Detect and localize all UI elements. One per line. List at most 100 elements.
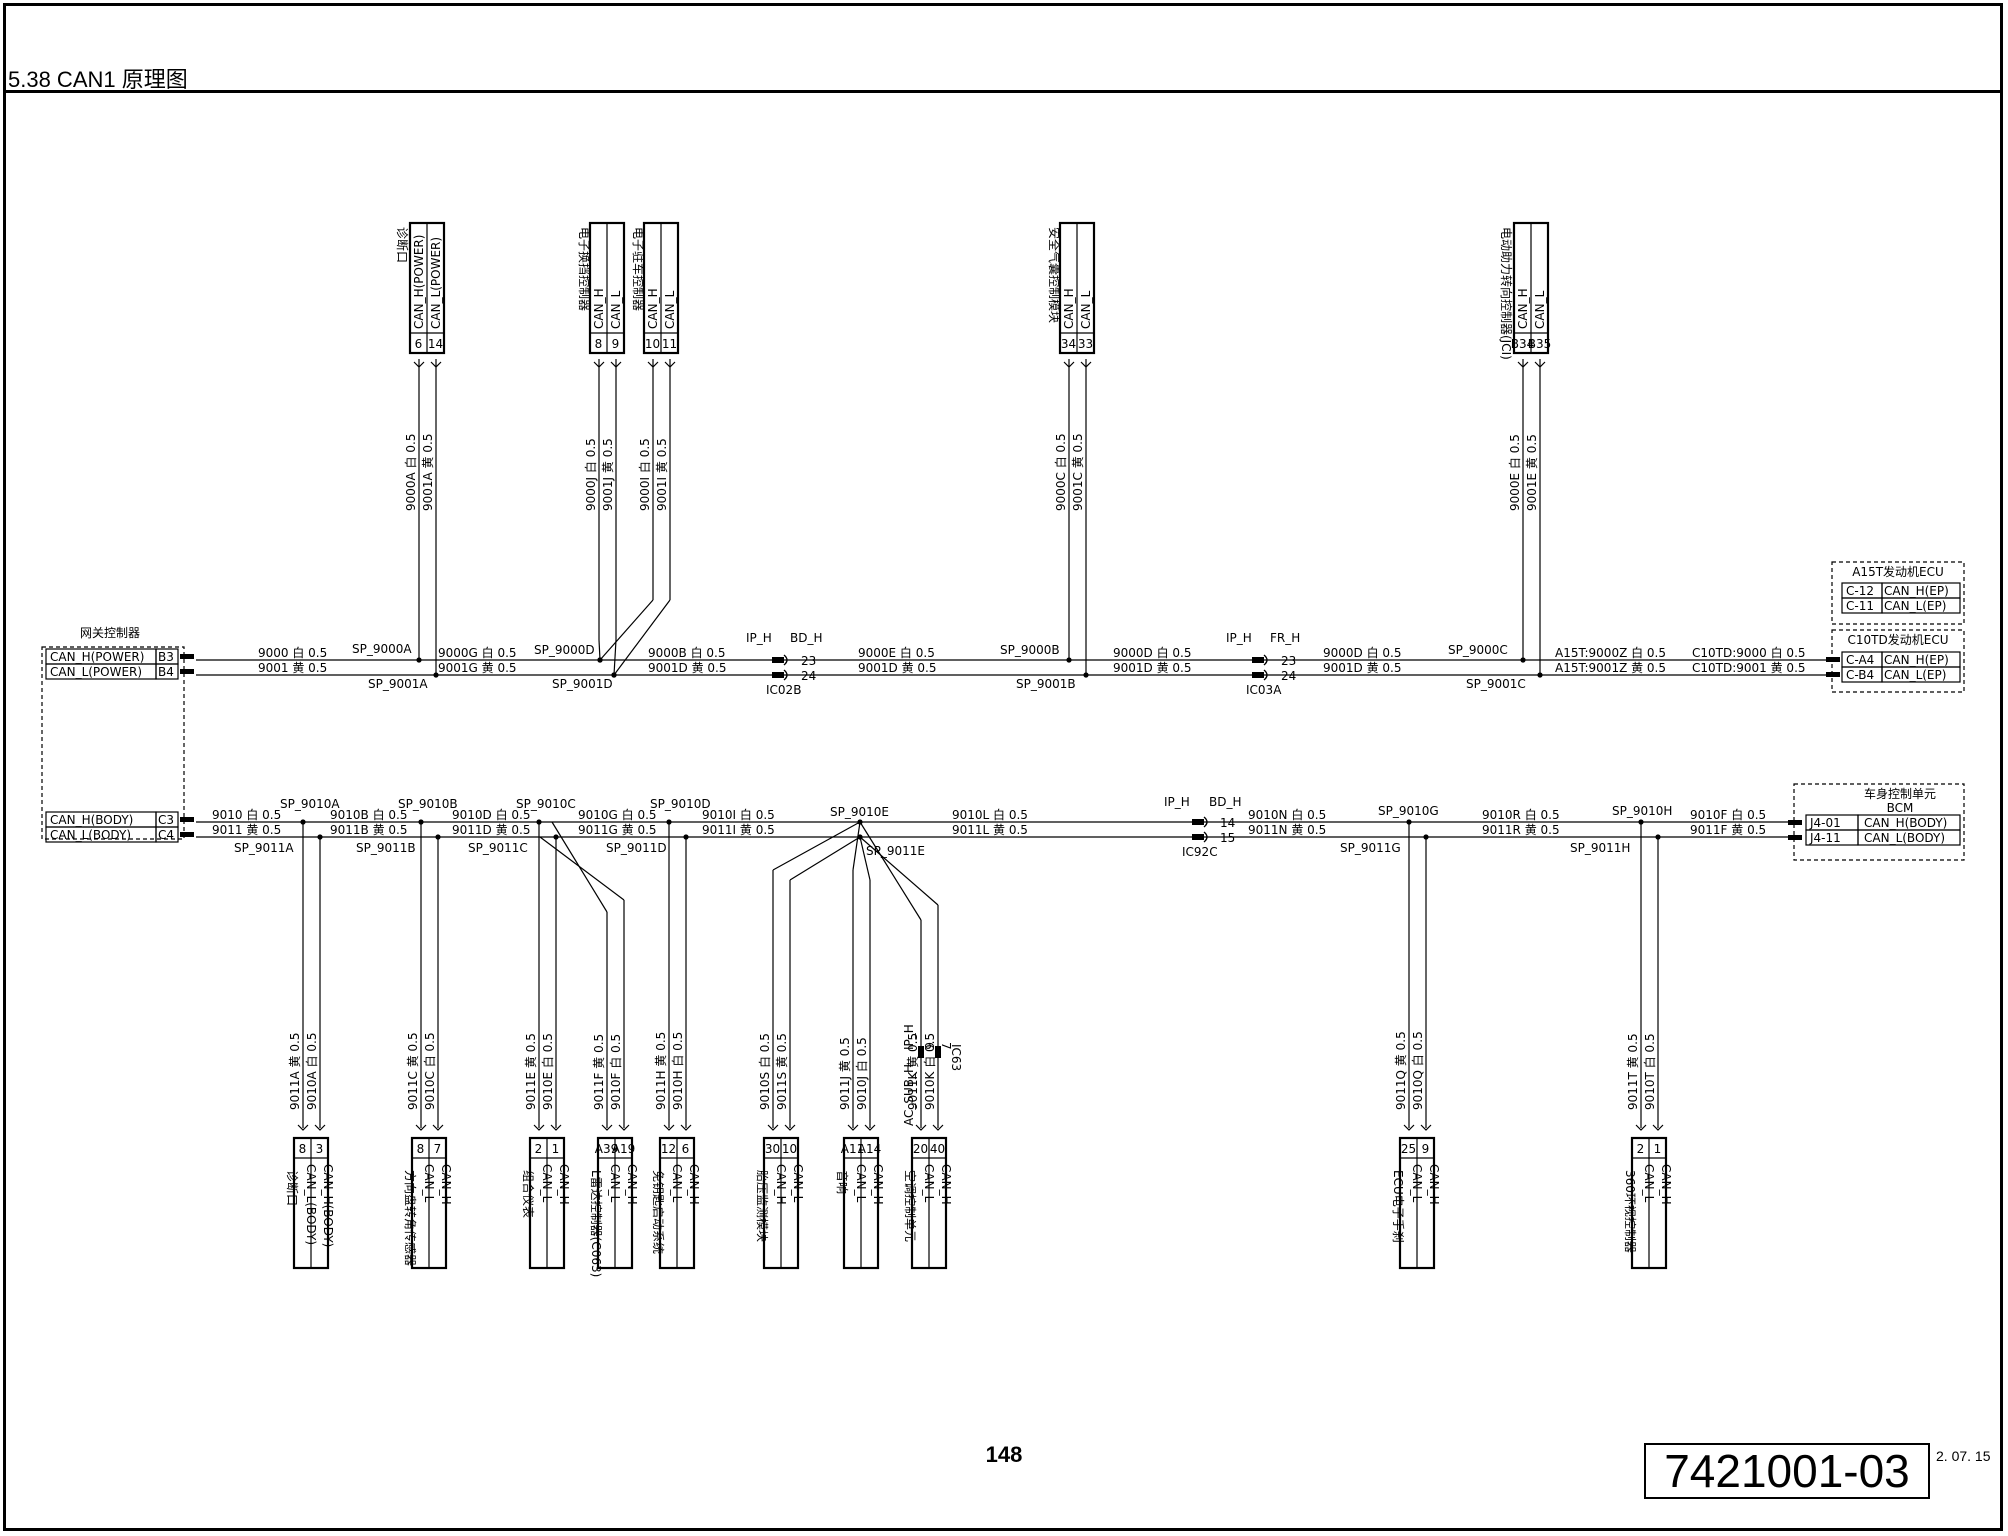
gateway-terminal <box>180 832 194 837</box>
bottom-module-wire-label: 9011K 黄 0.5 <box>906 1033 920 1110</box>
inline-terminal <box>918 1046 924 1058</box>
ecu-signal: CAN_L(EP) <box>1884 668 1946 682</box>
gateway-pin-cell <box>155 826 179 843</box>
bottom-module-pin: 1 <box>1654 1142 1662 1156</box>
bottom-module-fork <box>1652 1124 1664 1131</box>
inline-terminal <box>1252 657 1264 663</box>
bottom-module-signal: CAN_L <box>922 1164 936 1203</box>
body-splice-label: SP_9011B <box>356 841 416 855</box>
bottom-module-pin: A11 <box>841 1142 864 1156</box>
gateway-terminal <box>180 817 194 822</box>
body-splice-label: SP_9011C <box>468 841 528 855</box>
inline-name: IC03A <box>1246 683 1282 697</box>
inline-to: BD_H <box>790 631 823 645</box>
bottom-module-signal: CAN_H <box>774 1164 788 1205</box>
inline-terminal <box>935 1046 941 1058</box>
bottom-module-signal: CAN_H <box>1427 1164 1441 1205</box>
splice-dot <box>1638 819 1644 825</box>
bottom-module-name: ECU电子手刹 <box>1391 1170 1405 1243</box>
bottom-module-wire <box>789 836 861 881</box>
bottom-module-fork <box>680 1124 692 1131</box>
inline-terminal <box>772 672 784 678</box>
bottom-module-signal: CAN_H <box>625 1164 639 1205</box>
body-wire-label: 9011B 黄 0.5 <box>330 823 408 837</box>
splice-dot <box>553 834 559 840</box>
bottom-module-fork <box>663 1124 675 1131</box>
gateway-signal: CAN_L(BODY) <box>50 828 131 842</box>
gateway-outline <box>41 646 185 840</box>
bottom-module-wire-label: 9010J 白 0.5 <box>854 1037 869 1110</box>
bottom-module-pin: 8 <box>299 1142 307 1156</box>
bottom-module-signal: CAN_H <box>939 1164 953 1205</box>
power-splice-label: SP_9000B <box>1000 643 1060 657</box>
inline-terminal <box>1192 834 1204 840</box>
bottom-module-wire <box>539 836 625 901</box>
splice-dot <box>1066 657 1072 663</box>
body-wire-label: 9011D 黄 0.5 <box>452 823 531 837</box>
body-wire-label: 9010B 白 0.5 <box>330 807 408 822</box>
page-title: 5.38 CAN1 原理图 <box>8 67 188 92</box>
bottom-module-wire <box>772 821 861 871</box>
top-module-pin: 8 <box>595 337 603 351</box>
bottom-module-fork <box>1420 1124 1432 1131</box>
bottom-module-wire-label: 9011J 黄 0.5 <box>838 1037 852 1110</box>
bottom-module-pin: 40 <box>930 1142 945 1156</box>
body-splice-label: SP_9010C <box>516 797 576 811</box>
bcm-signal: CAN_H(BODY) <box>1864 816 1947 830</box>
power-splice-label: SP_9000A <box>352 642 412 656</box>
ecu-signal: CAN_H(EP) <box>1884 653 1949 667</box>
gateway-pin-cell <box>155 663 179 680</box>
gateway-pin: B3 <box>158 650 174 664</box>
power-wire-label: 9000D 白 0.5 <box>1323 645 1402 660</box>
bottom-module-name: 空调控制单元 <box>903 1170 917 1242</box>
bottom-module-pin: A14 <box>858 1142 881 1156</box>
ecu-pin-cell <box>1881 597 1961 614</box>
bottom-module-name: 方向盘转角传感器 <box>403 1170 418 1266</box>
top-module-pin: 34 <box>1061 337 1076 351</box>
body-wire-label: 9011L 黄 0.5 <box>952 823 1028 837</box>
gateway-signal: CAN_L(POWER) <box>50 665 142 679</box>
inline-terminal <box>1263 654 1268 666</box>
splice-dot <box>1520 657 1526 663</box>
bcm-subtitle: BCM <box>1887 801 1914 815</box>
ecu-pin: C-11 <box>1846 599 1874 613</box>
top-module-signal: CAN_L <box>1079 290 1093 329</box>
body-splice-label: SP_9010E <box>830 805 889 819</box>
bottom-module-name: 音响 <box>835 1170 850 1194</box>
power-wire-label: 9001D 黄 0.5 <box>648 661 727 675</box>
bottom-module-name: 胎压监测模块 <box>755 1170 769 1242</box>
bottom-module-name: 免钥匙启动系统 <box>651 1170 666 1254</box>
inline-from: IP_H <box>1226 631 1252 645</box>
body-splice-label: SP_9010B <box>398 797 458 811</box>
power-wire-label: 9000E 白 0.5 <box>858 645 935 660</box>
document-date: 2. 07. 15 <box>1936 1448 1991 1464</box>
ecu-signal: CAN_L(EP) <box>1884 599 1946 613</box>
body-splice-label: SP_9011H <box>1570 841 1630 855</box>
splice-dot <box>1537 672 1543 678</box>
top-module-wire-label: 9001C 黄 0.5 <box>1071 433 1085 511</box>
bcm-title: 车身控制单元 <box>1864 786 1936 801</box>
bottom-module-pin: 3 <box>316 1142 324 1156</box>
document-number: 7421001-03 <box>1644 1443 1930 1499</box>
bottom-module-signal: CAN_L <box>854 1164 868 1203</box>
inline-pin: 15 <box>1220 831 1235 845</box>
top-module-pin: B35 <box>1528 337 1552 351</box>
ecu-pin: C-B4 <box>1846 668 1874 682</box>
bottom-module-pin: 7 <box>434 1142 442 1156</box>
bottom-module-wire-label: 9010E 白 0.5 <box>540 1033 555 1110</box>
inline-to: BD_H <box>1209 795 1242 809</box>
bottom-module-fork <box>1635 1124 1647 1131</box>
bottom-module-pin: 25 <box>1401 1142 1416 1156</box>
bottom-module-wire <box>859 836 939 906</box>
bottom-module-signal: CAN_H <box>1659 1164 1673 1205</box>
bottom-module-name: 诊断口 <box>285 1170 300 1206</box>
top-module-wire-label: 9000A 白 0.5 <box>403 434 418 511</box>
top-module-name: 安全气囊控制模块 <box>1047 227 1062 323</box>
splice-dot <box>611 672 617 678</box>
gateway-signal: CAN_H(BODY) <box>50 813 133 827</box>
top-module-signal: CAN_H <box>646 288 660 329</box>
top-module-wire-label: 9000I 白 0.5 <box>637 438 652 511</box>
bottom-module-wire-label: 9011A 黄 0.5 <box>288 1033 302 1110</box>
splice-dot <box>857 819 863 825</box>
